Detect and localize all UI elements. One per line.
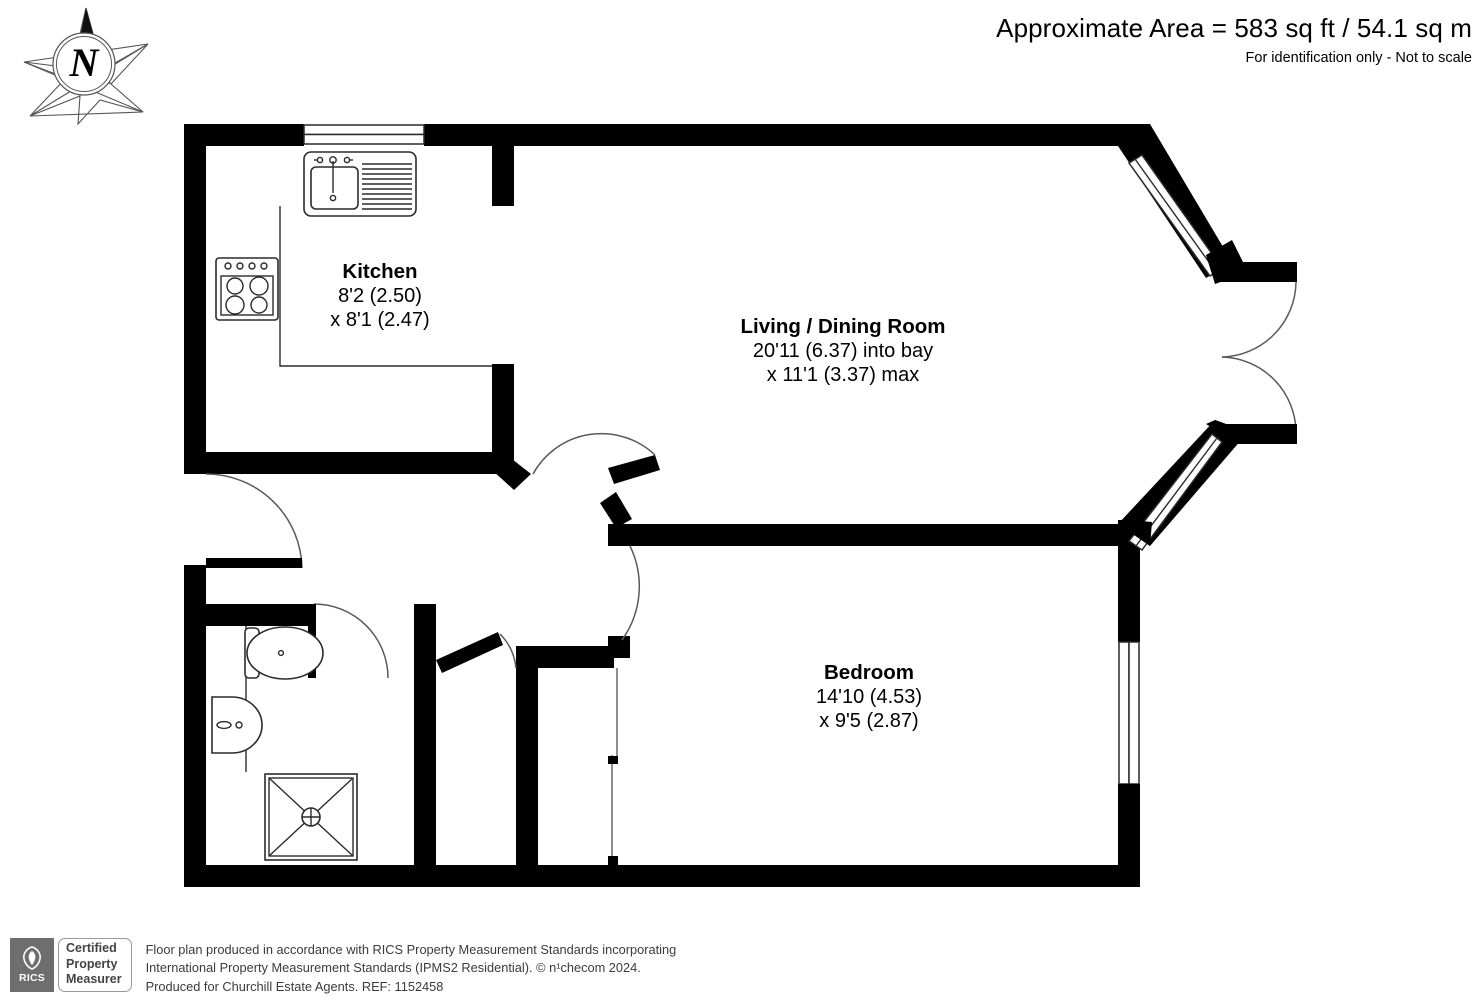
- wall-left-upper: [184, 124, 206, 474]
- room-name-kitchen: Kitchen: [342, 260, 418, 283]
- disclaimer-text: For identification only - Not to scale: [1245, 50, 1472, 66]
- door-swing-bay-upper: [1221, 281, 1297, 358]
- room-label-bedroom: Bedroom 14'10 (4.53) x 9'5 (2.87): [772, 660, 966, 733]
- footer-note-line-1: Floor plan produced in accordance with R…: [145, 941, 677, 957]
- wall-living-bedroom-divider: [608, 524, 1140, 546]
- badge-line-1: Certified: [66, 941, 117, 956]
- door-swing-bay-lower: [1221, 356, 1297, 433]
- room-dim2-kitchen: x 8'1 (2.47): [330, 309, 430, 331]
- header-block: Approximate Area = 583 sq ft / 54.1 sq m…: [996, 12, 1472, 68]
- compass-rose-icon: N: [23, 7, 149, 126]
- rics-wordmark: RICS: [19, 972, 45, 984]
- room-dim2-bedroom: x 9'5 (2.87): [819, 710, 919, 732]
- wash-basin-fixture: [211, 696, 263, 754]
- room-name-bedroom: Bedroom: [824, 661, 914, 684]
- door-leaf-closet: [436, 632, 503, 673]
- door-swing-bathroom: [313, 603, 389, 679]
- wall-door-jamb-living: [492, 452, 531, 490]
- kitchen-counter-outline: [279, 206, 492, 367]
- footer-disclaimer: Floor plan produced in accordance with R…: [146, 938, 677, 997]
- door-leaf-living-hinge: [600, 492, 632, 528]
- door-swing-living: [532, 432, 656, 475]
- bay-window-lower: [1118, 420, 1248, 552]
- bedroom-window: [1118, 641, 1140, 785]
- room-dim1-bedroom: 14'10 (4.53): [815, 686, 923, 708]
- room-dim2-living-dining: x 11'1 (3.37) max: [766, 364, 920, 386]
- footer: RICS Certified Property Measurer Floor p…: [10, 937, 677, 997]
- wall-right-bedroom-lower: [1118, 784, 1140, 887]
- wall-top-left: [184, 124, 304, 146]
- room-dim1-living-dining: 20'11 (6.37) into bay: [752, 340, 934, 362]
- footer-note-line-2: International Property Measurement Stand…: [145, 960, 641, 975]
- door-swing-bedroom: [621, 545, 640, 641]
- wall-kitchen-hall: [184, 452, 514, 474]
- door-swing-closet: [499, 633, 517, 669]
- door-leaf-living: [608, 455, 660, 484]
- wall-bathroom-right: [414, 604, 436, 866]
- room-label-living-dining: Living / Dining Room 20'11 (6.37) into b…: [712, 314, 974, 387]
- room-name-living-dining: Living / Dining Room: [740, 315, 946, 338]
- wall-bathroom-top-left: [184, 604, 304, 626]
- wall-top-main: [424, 124, 1150, 146]
- wall-right-bedroom-upper: [1118, 520, 1140, 642]
- room-label-kitchen: Kitchen 8'2 (2.50) x 8'1 (2.47): [283, 259, 477, 332]
- shower-tray-fixture: [264, 773, 358, 861]
- door-leaf-entrance: [206, 558, 302, 568]
- bay-window-upper: [1118, 124, 1248, 284]
- wall-kitchen-living-upper: [492, 124, 514, 206]
- rics-badge-text: Certified Property Measurer: [58, 937, 132, 992]
- cooker-hob-fixture: [215, 257, 279, 321]
- wall-closet1-left: [516, 646, 538, 866]
- rics-certified-badge: RICS Certified Property Measurer: [10, 937, 132, 992]
- footer-note-line-3: Produced for Churchill Estate Agents. RE…: [145, 978, 444, 994]
- rics-logo-icon: RICS: [10, 937, 54, 992]
- compass-north-letter: N: [69, 40, 101, 85]
- kitchen-window: [303, 124, 425, 145]
- closet-sliding-door: [608, 668, 618, 866]
- door-swing-entrance: [205, 473, 303, 569]
- wall-left-lower: [184, 565, 206, 887]
- wall-bay-right-top: [1215, 262, 1297, 282]
- wall-kitchen-living-lower: [492, 364, 514, 474]
- badge-line-3: Measurer: [66, 972, 122, 987]
- badge-line-2: Property: [66, 956, 118, 971]
- approximate-area-text: Approximate Area = 583 sq ft / 54.1 sq m: [996, 13, 1472, 43]
- room-dim1-kitchen: 8'2 (2.50): [338, 285, 422, 307]
- wall-bottom: [184, 865, 1140, 887]
- wall-closet1-top: [516, 646, 614, 668]
- toilet-wc-fixture: [244, 626, 324, 680]
- wall-divider-stub: [608, 524, 630, 546]
- kitchen-sink-drainer-fixture: [303, 151, 417, 217]
